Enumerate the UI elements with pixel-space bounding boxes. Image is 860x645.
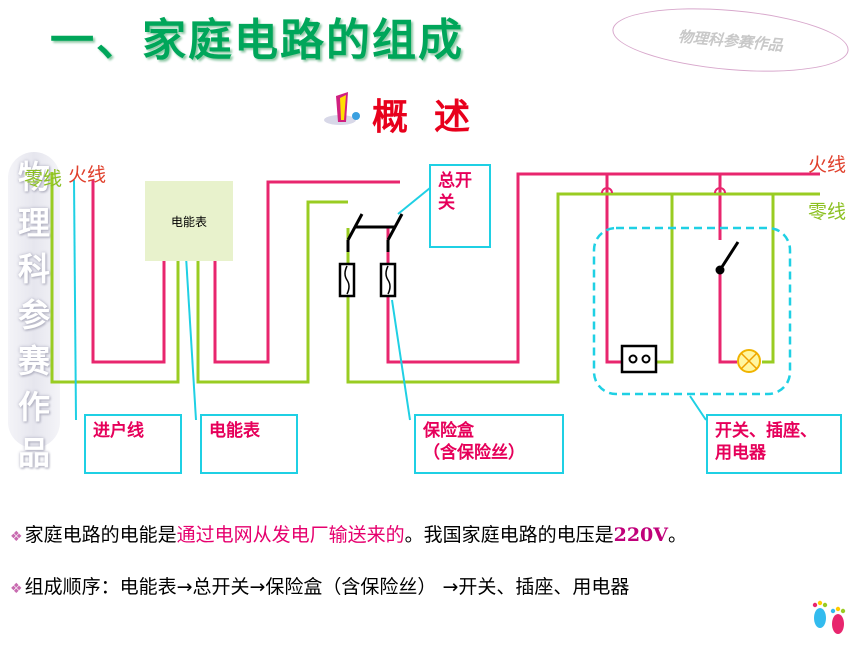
meter-label: 电能表	[170, 214, 207, 229]
callout-fuse-box-line1: 保险盒	[423, 421, 474, 441]
neutral-branch-socket	[656, 194, 674, 364]
live-wire-service	[91, 180, 166, 364]
callout-service-line-text: 进户线	[93, 421, 144, 441]
electric-meter: 电能表	[145, 181, 233, 261]
callout-leaders	[73, 179, 707, 421]
banner-char: 物	[17, 158, 50, 196]
section-heading: 概述	[372, 97, 497, 138]
neutral-branch-lamp	[762, 194, 775, 364]
sentence-2-text: 组成顺序：电能表→总开关→保险盒（含保险丝） →开关、插座、用电器	[24, 576, 630, 598]
callout-appliances-line2: 用电器	[715, 443, 766, 463]
diamond-bullet-icon: ❖	[10, 529, 23, 545]
lamp-symbol	[737, 349, 761, 373]
callout-service-line: 进户线	[84, 414, 182, 474]
banner-char: 参	[17, 296, 50, 334]
neutral-wire-meter-out	[196, 200, 348, 384]
callout-meter-text: 电能表	[209, 421, 260, 441]
live-wire-meter-out	[213, 180, 400, 364]
neutral-wire-service	[50, 172, 180, 384]
appliance-region-outline	[592, 226, 792, 396]
callout-main-switch: 总开关	[429, 164, 491, 248]
diamond-bullet-icon: ❖	[10, 581, 23, 597]
callout-fuse-box: 保险盒 （含保险丝）	[414, 414, 564, 474]
neutral-wire-switch-out	[346, 192, 820, 384]
voltage-value: 220V	[613, 524, 669, 546]
banner-char: 理	[17, 204, 50, 242]
socket-symbol	[620, 344, 658, 374]
sentence-1-part-c: 。我国家庭电路的电压是	[404, 524, 614, 546]
branch-switch-symbol	[715, 241, 740, 275]
live-label-right: 火线	[808, 154, 847, 176]
sentence-1-part-a: 家庭电路的电能是	[24, 524, 177, 546]
callout-appliances: 开关、插座、 用电器	[706, 414, 842, 474]
banner-char: 品	[17, 434, 50, 472]
neutral-label-right: 零线	[808, 201, 847, 223]
callout-appliances-line1: 开关、插座、	[715, 421, 817, 441]
live-label-left: 火线	[68, 164, 107, 186]
banner-char: 科	[17, 250, 50, 288]
number-one-icon	[324, 92, 360, 125]
callout-meter: 电能表	[200, 414, 298, 474]
sentence-order: ❖组成顺序：电能表→总开关→保险盒（含保险丝） →开关、插座、用电器	[10, 572, 629, 599]
fuse-symbols	[338, 262, 397, 298]
sentence-voltage: ❖家庭电路的电能是通过电网从发电厂输送来的。我国家庭电路的电压是220V。	[10, 520, 687, 547]
live-wire-switch-out	[386, 172, 820, 364]
callout-main-switch-text: 总开关	[438, 171, 472, 213]
sentence-1-end: 。	[668, 524, 688, 546]
banner-char: 作	[17, 388, 50, 426]
live-branch-lamp-low	[718, 270, 737, 364]
slide-title: 一、家庭电路的组成	[50, 15, 464, 66]
banner-char: 赛	[17, 342, 50, 380]
callout-fuse-box-line2: （含保险丝）	[423, 443, 525, 463]
neutral-label-left: 零线	[24, 168, 63, 190]
footprints-icon[interactable]	[806, 596, 852, 638]
sentence-1-highlight: 通过电网从发电厂输送来的	[176, 524, 405, 546]
main-switch-symbol	[346, 213, 404, 252]
live-branch-socket	[605, 174, 622, 364]
